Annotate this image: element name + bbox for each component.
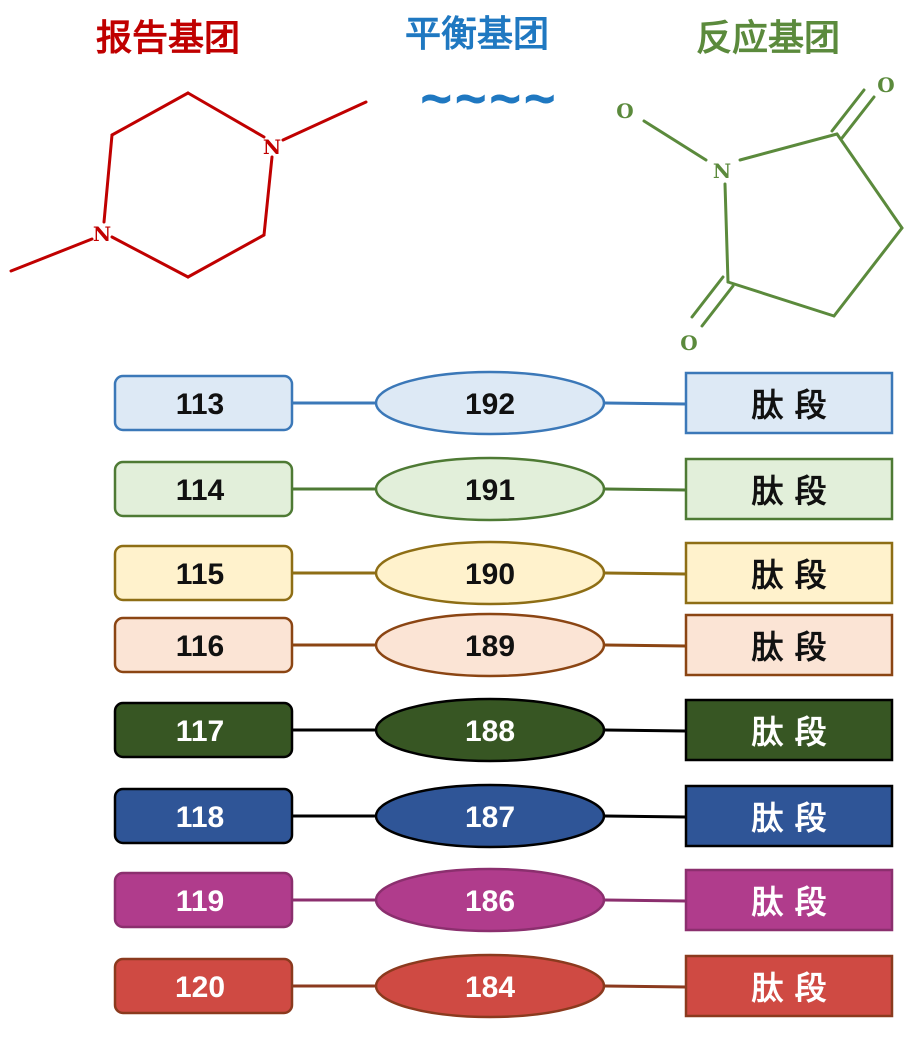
reporter-box xyxy=(113,957,294,1015)
connector-line xyxy=(604,571,687,576)
tag-row: 115 190 肽 段 xyxy=(113,540,894,606)
reporter-mass-label: 115 xyxy=(176,558,224,591)
reporter-mass-label: 116 xyxy=(176,630,224,663)
connector-line xyxy=(604,487,687,492)
bond-line xyxy=(262,155,274,237)
bond-line xyxy=(642,119,708,162)
peptide-label: 肽 段 xyxy=(751,799,826,837)
balance-ellipse xyxy=(374,456,606,522)
oxygen-atom-label: O xyxy=(877,73,894,97)
connector-line xyxy=(604,728,687,733)
oxygen-atom-label: O xyxy=(616,99,633,123)
balance-mass-label: 190 xyxy=(465,558,515,591)
balance-ellipse xyxy=(374,697,606,763)
tag-row: 116 189 肽 段 xyxy=(113,612,894,678)
balance-mass-label: 188 xyxy=(465,715,515,748)
tag-row: 120 184 肽 段 xyxy=(113,953,894,1019)
tag-row: 119 186 肽 段 xyxy=(113,867,894,933)
reporter-box xyxy=(113,460,294,518)
reporter-box xyxy=(113,544,294,602)
reporter-box xyxy=(113,616,294,674)
reactive-group-structure xyxy=(642,88,904,328)
peptide-label: 肽 段 xyxy=(751,628,826,666)
reporter-box xyxy=(113,374,294,432)
connector-line xyxy=(604,643,687,648)
connector-line xyxy=(604,984,687,989)
peptide-label: 肽 段 xyxy=(751,472,826,510)
bond-line xyxy=(835,132,904,230)
carbonyl-bond-line xyxy=(830,88,866,133)
balance-group-header: 平衡基团 xyxy=(405,14,549,55)
balance-mass-label: 187 xyxy=(465,801,515,834)
carbonyl-bond-line xyxy=(700,284,735,328)
reporter-mass-label: 117 xyxy=(176,715,224,748)
bond-line xyxy=(832,226,904,318)
nitrogen-atom-label: N xyxy=(713,159,731,183)
bond-line xyxy=(726,280,836,318)
bond-line xyxy=(723,182,730,284)
balance-mass-label: 192 xyxy=(465,388,515,421)
bond-line xyxy=(186,91,266,139)
peptide-box xyxy=(684,954,894,1018)
peptide-label: 肽 段 xyxy=(751,883,826,921)
peptide-box xyxy=(684,613,894,677)
reporter-mass-label: 118 xyxy=(176,801,224,834)
reporter-mass-label: 119 xyxy=(176,885,224,918)
carbonyl-bond-line xyxy=(840,95,876,140)
tag-row: 117 188 肽 段 xyxy=(113,697,894,763)
reporter-mass-label: 114 xyxy=(176,474,225,507)
peptide-box xyxy=(684,868,894,932)
balance-ellipse xyxy=(374,953,606,1019)
tag-row: 113 192 肽 段 xyxy=(113,370,894,436)
peptide-box xyxy=(684,371,894,435)
peptide-box xyxy=(684,784,894,848)
peptide-label: 肽 段 xyxy=(751,556,826,594)
connector-line xyxy=(604,814,687,819)
balance-ellipse xyxy=(374,783,606,849)
nitrogen-atom-label: N xyxy=(263,135,281,159)
tag-row: 118 187 肽 段 xyxy=(113,783,894,849)
balance-linker-wave: ~~~~ xyxy=(420,66,558,129)
balance-ellipse xyxy=(374,867,606,933)
reporter-box xyxy=(113,701,294,759)
balance-mass-label: 184 xyxy=(465,971,515,1004)
reporter-mass-label: 120 xyxy=(175,971,225,1004)
bond-line xyxy=(110,235,190,279)
reactive-group-header: 反应基团 xyxy=(696,18,840,59)
nitrogen-atom-label: N xyxy=(93,222,111,246)
balance-ellipse xyxy=(374,540,606,606)
peptide-box xyxy=(684,698,894,762)
methyl-bond-line xyxy=(281,100,368,142)
peptide-box xyxy=(684,541,894,605)
methyl-bond-line xyxy=(9,237,94,273)
bond-line xyxy=(102,133,114,224)
bond-line xyxy=(110,91,190,137)
balance-mass-label: 191 xyxy=(465,474,515,507)
balance-ellipse xyxy=(374,370,606,436)
carbonyl-bond-line xyxy=(690,275,725,319)
reporter-box xyxy=(113,787,294,845)
reporter-box xyxy=(113,871,294,929)
peptide-label: 肽 段 xyxy=(751,969,826,1007)
connector-line xyxy=(604,898,687,903)
peptide-box xyxy=(684,457,894,521)
balance-ellipse xyxy=(374,612,606,678)
peptide-label: 肽 段 xyxy=(751,386,826,424)
peptide-label: 肽 段 xyxy=(751,713,826,751)
reporter-group-structure xyxy=(9,91,368,279)
oxygen-atom-label: O xyxy=(680,331,697,355)
reporter-group-header: 报告基团 xyxy=(96,18,240,59)
bond-line xyxy=(186,233,266,279)
bond-line xyxy=(738,132,839,162)
tag-row: 114 191 肽 段 xyxy=(113,456,894,522)
connector-line xyxy=(604,401,687,406)
balance-mass-label: 189 xyxy=(465,630,515,663)
reporter-mass-label: 113 xyxy=(176,388,224,421)
balance-mass-label: 186 xyxy=(465,885,515,918)
